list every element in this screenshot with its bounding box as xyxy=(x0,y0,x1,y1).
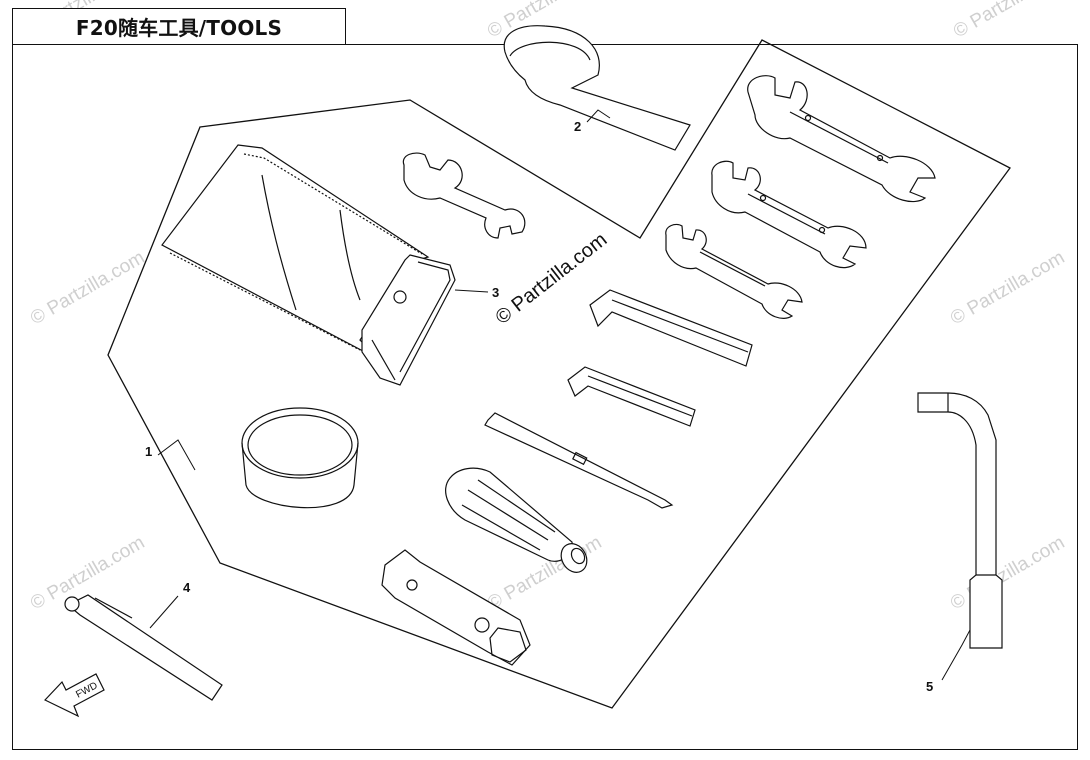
callout-1: 1 xyxy=(145,444,152,459)
title-box: F20随车工具/TOOLS xyxy=(12,8,346,45)
page-title: F20随车工具/TOOLS xyxy=(75,16,283,40)
watermark-text: © Partzilla.com xyxy=(947,247,1068,329)
callout-numbers: 1 2 3 4 5 xyxy=(145,119,933,694)
fwd-arrow: FWD xyxy=(44,673,105,718)
tool-kit-outline xyxy=(107,39,1011,709)
watermark-text: © Partzilla.com xyxy=(27,247,148,329)
hex-key-large xyxy=(589,289,753,367)
watermark-text: © Partzilla.com xyxy=(950,0,1071,42)
screwdriver-shaft xyxy=(484,412,674,509)
hex-key-small xyxy=(567,366,696,427)
callout-3: 3 xyxy=(492,285,499,300)
open-end-wrench-small xyxy=(402,152,526,239)
watermark-text: © Partzilla.com xyxy=(947,532,1068,614)
double-wrench-large xyxy=(747,75,936,203)
l-box-wrench xyxy=(917,392,1003,649)
tire-pressure-gauge xyxy=(64,594,223,701)
screwdriver-handle xyxy=(445,467,588,573)
callout-leaders xyxy=(149,109,971,681)
callout-2: 2 xyxy=(574,119,581,134)
hook-spanner xyxy=(503,25,691,151)
spark-plug-wrench xyxy=(381,549,531,666)
double-wrench-medium xyxy=(711,160,867,269)
tool-ring xyxy=(241,407,359,509)
callout-5: 5 xyxy=(926,679,933,694)
callout-4: 4 xyxy=(183,580,191,595)
double-wrench-small xyxy=(665,223,803,319)
tool-bag xyxy=(161,144,456,386)
